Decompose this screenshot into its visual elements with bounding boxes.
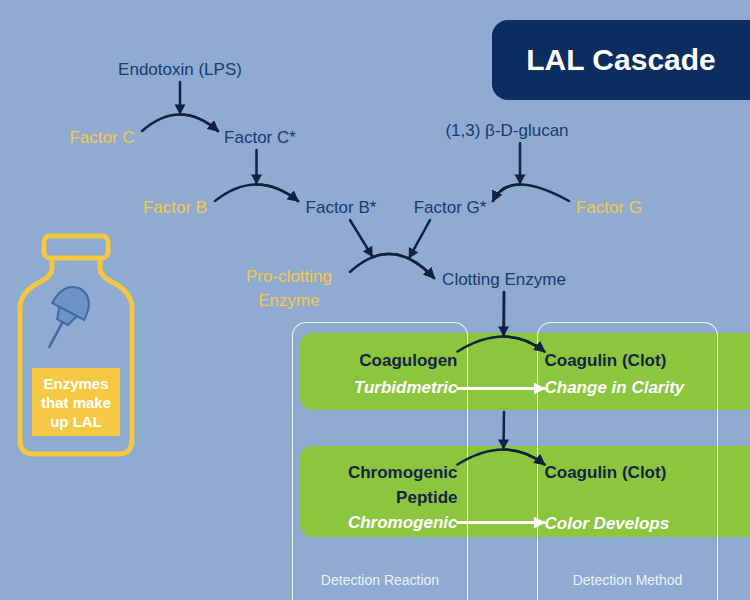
reaction-group: CoagulogenTurbidmetric: [310, 347, 458, 401]
arrow-head: [175, 105, 186, 115]
detection-column: Detection MethodCoagulin (Clot)Change in…: [537, 322, 718, 600]
detection-arrow: [458, 521, 545, 524]
node-text: (1,3) β-D-glucan: [445, 119, 568, 143]
node-text: Detection Reaction: [293, 570, 467, 590]
node-text: Endotoxin (LPS): [118, 58, 242, 82]
bottle-outline: [20, 260, 132, 454]
node-text: Factor B*: [306, 196, 377, 220]
activation-arrow: [504, 292, 545, 465]
green-band: [300, 446, 750, 537]
node-text: Pro-clotting Enzyme: [228, 265, 350, 313]
node-text: Coagulin (Clot): [545, 347, 667, 374]
reaction-group: Chromogenic PeptideChromogenic: [310, 460, 458, 536]
green-band: [300, 333, 750, 410]
result-group: Coagulin (Clot)Change in Clarity: [545, 347, 715, 401]
conversion-arrow: [142, 115, 218, 132]
zymogen-label: Factor G: [569, 196, 649, 220]
zymogen-label: Factor B: [135, 196, 215, 220]
active-factor-label: Factor G*: [407, 196, 493, 220]
activation-arrow: [409, 220, 434, 278]
activation-arrow: [180, 82, 218, 131]
node-text: Enzymes that make up LAL: [36, 374, 116, 431]
detection-column: Detection Reaction CoagulogenTurbidmetric…: [292, 322, 468, 600]
bottle-cap: [44, 236, 108, 258]
input-label: Endotoxin (LPS): [107, 58, 253, 82]
activation-arrow: [504, 292, 545, 352]
result-group: Coagulin (Clot) Color Develops: [545, 460, 715, 536]
method-text: Turbidmetric: [354, 374, 458, 401]
method-text: Change in Clarity: [545, 374, 685, 401]
conversion-arrow: [458, 337, 545, 352]
activation-arrow: [257, 150, 299, 201]
conversion-arrow: [493, 185, 569, 202]
arrow-head: [515, 175, 526, 185]
node-text: Factor C: [69, 126, 134, 150]
bottle-label-box: Enzymes that make up LAL: [32, 368, 120, 436]
arrow-head: [363, 246, 373, 257]
input-label: (1,3) β-D-glucan: [432, 119, 582, 143]
arrow-head: [251, 175, 262, 185]
node-text: Factor G: [576, 196, 642, 220]
arrow-head: [409, 247, 419, 259]
node-text: Factor C*: [224, 126, 296, 150]
arrow-head: [498, 326, 509, 336]
activation-arrow: [493, 143, 520, 201]
node-text: Coagulogen: [359, 347, 457, 374]
zymogen-label: Pro-clotting Enzyme: [228, 266, 350, 312]
activation-arrow: [350, 220, 434, 278]
conversion-arrow: [458, 450, 545, 465]
node-text: Detection Method: [538, 570, 717, 590]
node-text: Factor G*: [414, 196, 487, 220]
crab-abdomen: [54, 307, 77, 327]
crab-tail: [49, 322, 62, 347]
diagram-title: LAL Cascade: [526, 42, 716, 78]
detection-arrow: [458, 387, 545, 390]
zymogen-label: Factor C: [62, 126, 142, 150]
arrow-head: [498, 439, 509, 449]
node-text: Coagulin (Clot): [545, 460, 667, 485]
active-factor-label: Factor B*: [298, 196, 384, 220]
node-text: Clotting Enzyme: [442, 268, 566, 292]
method-text: Color Develops: [545, 511, 670, 536]
active-factor-label: Clotting Enzyme: [434, 268, 574, 292]
node-text: Chromogenic Peptide: [310, 460, 458, 510]
horseshoe-crab-icon: [33, 280, 96, 355]
active-factor-label: Factor C*: [218, 126, 302, 150]
method-text: Chromogenic: [348, 510, 458, 535]
conversion-arrow: [350, 254, 434, 278]
node-text: Factor B: [143, 196, 207, 220]
title-banner: LAL Cascade: [492, 20, 750, 100]
conversion-arrow: [215, 185, 298, 202]
